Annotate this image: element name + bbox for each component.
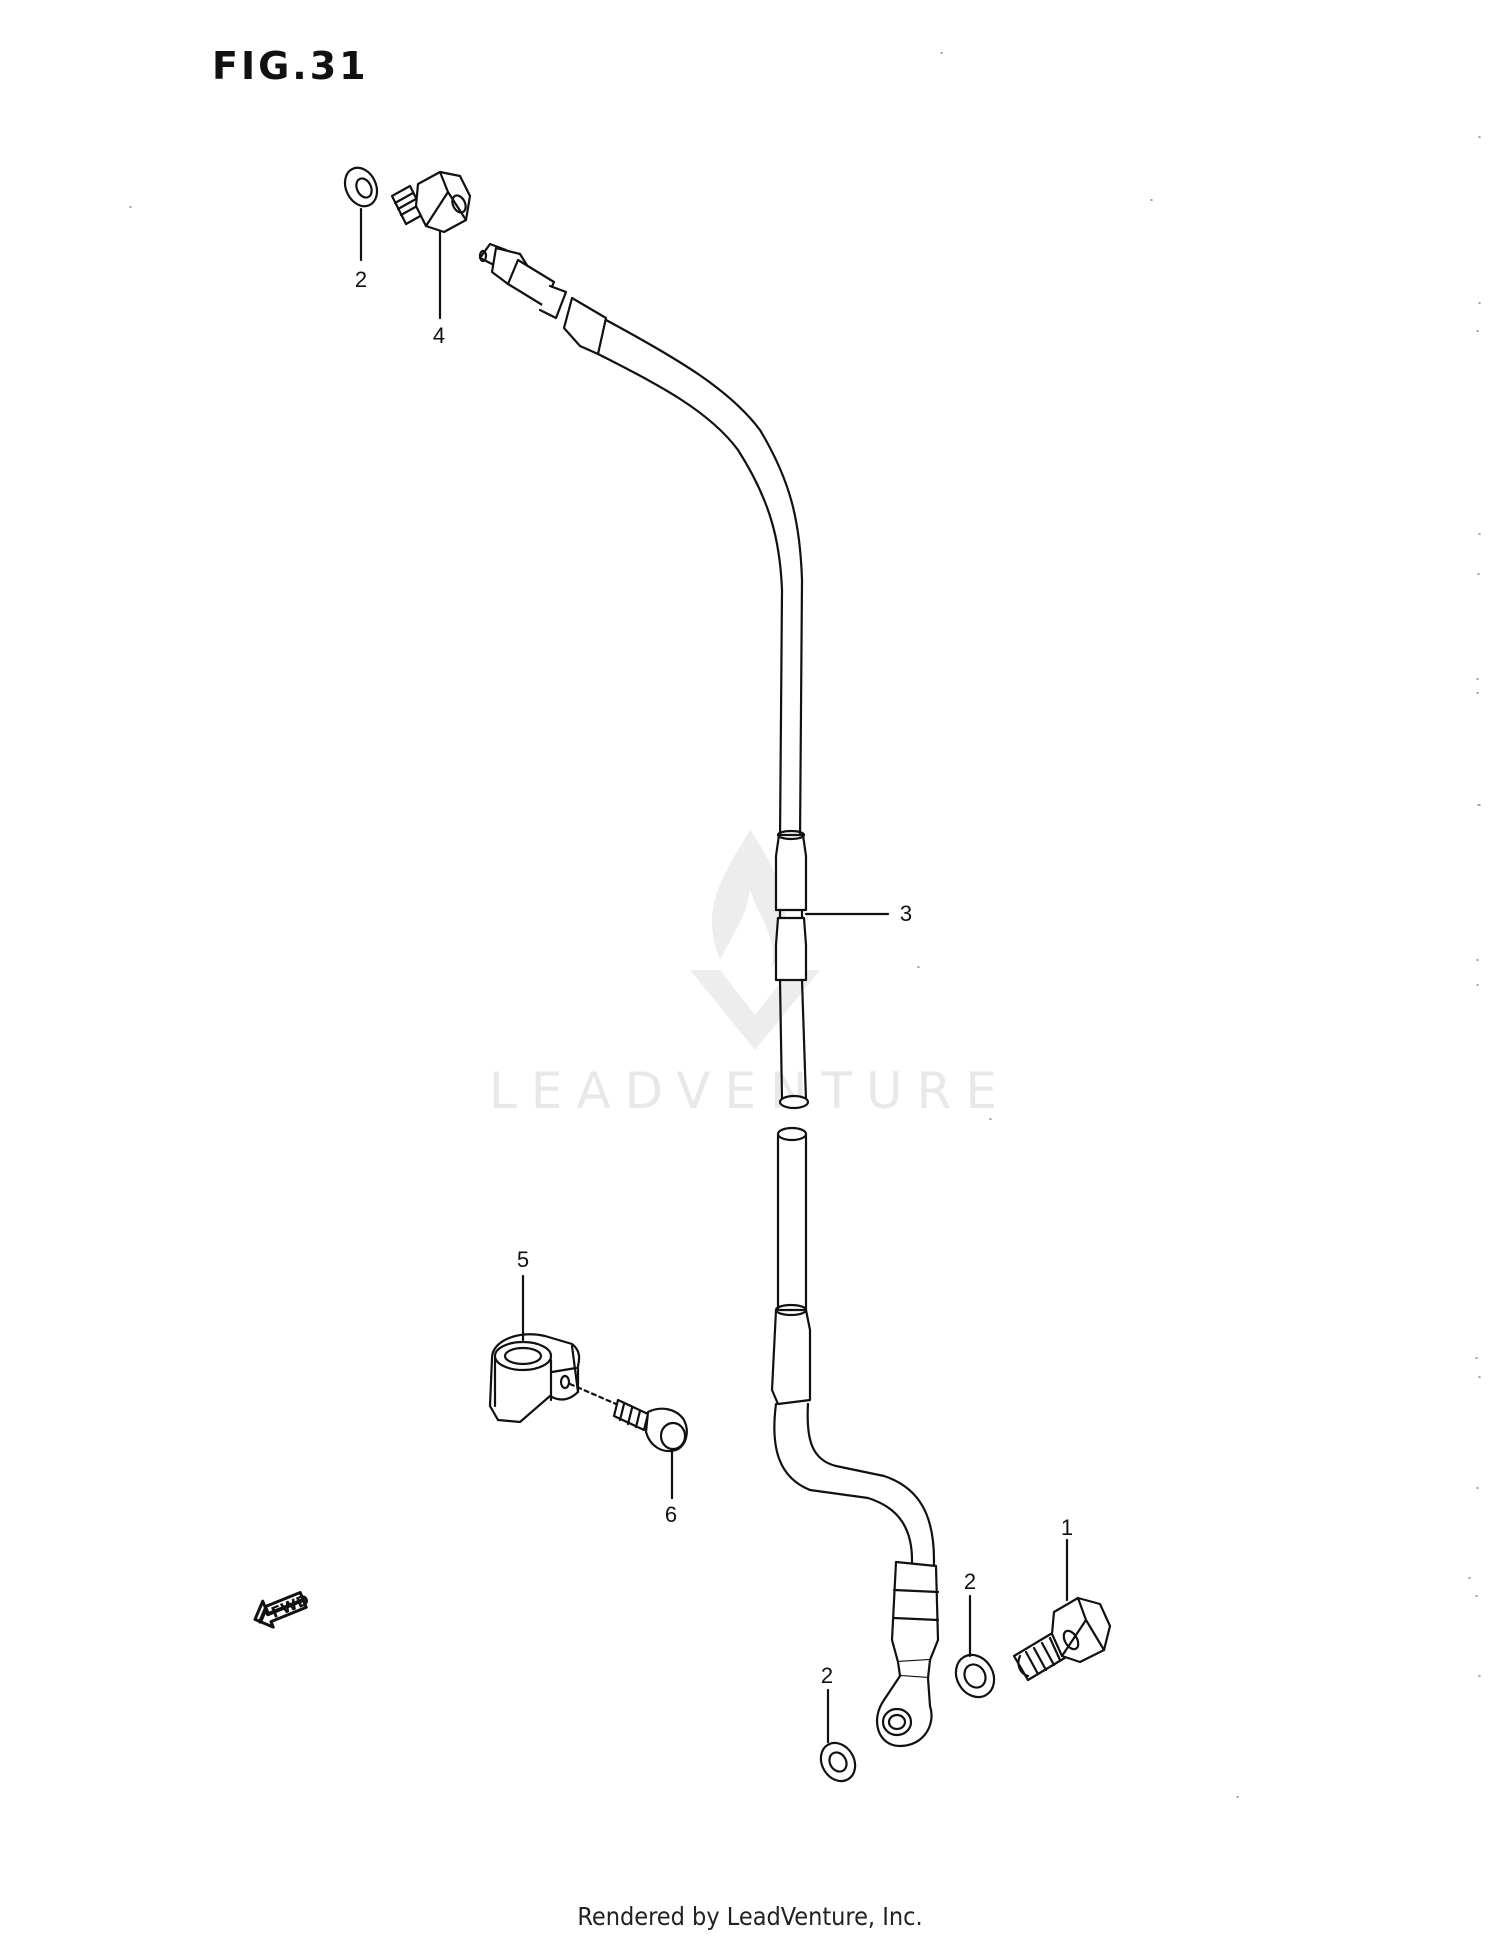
clamp-bolt-part-6[interactable] — [568, 1382, 688, 1453]
footer-credit: Rendered by LeadVenture, Inc. — [577, 1902, 923, 1931]
callout-6: 6 — [664, 1502, 678, 1527]
brake-hose-part-3[interactable] — [478, 242, 940, 1748]
scan-specks — [129, 52, 1481, 1798]
washer-part-2-middle[interactable] — [948, 1648, 1001, 1704]
watermark-logo — [690, 830, 820, 1050]
callout-5: 5 — [516, 1247, 530, 1272]
washer-part-2-bottom[interactable] — [814, 1737, 862, 1788]
union-fitting-part-4[interactable] — [390, 170, 472, 234]
banjo-bolt-part-1[interactable] — [1012, 1596, 1112, 1682]
fwd-direction-arrow: FWD — [253, 1591, 312, 1629]
watermark-text: LEADVENTURE — [489, 1062, 1011, 1120]
callout-2-top: 2 — [354, 267, 368, 292]
callout-2-bottom: 2 — [820, 1663, 834, 1688]
callout-2-middle: 2 — [963, 1569, 977, 1594]
washer-part-2-top[interactable] — [339, 163, 383, 212]
figure-title: FIG.31 — [212, 44, 369, 88]
callout-4: 4 — [432, 323, 446, 348]
callout-1: 1 — [1060, 1515, 1074, 1540]
hose-clamp-part-5[interactable] — [488, 1333, 581, 1424]
callout-3: 3 — [899, 901, 913, 926]
